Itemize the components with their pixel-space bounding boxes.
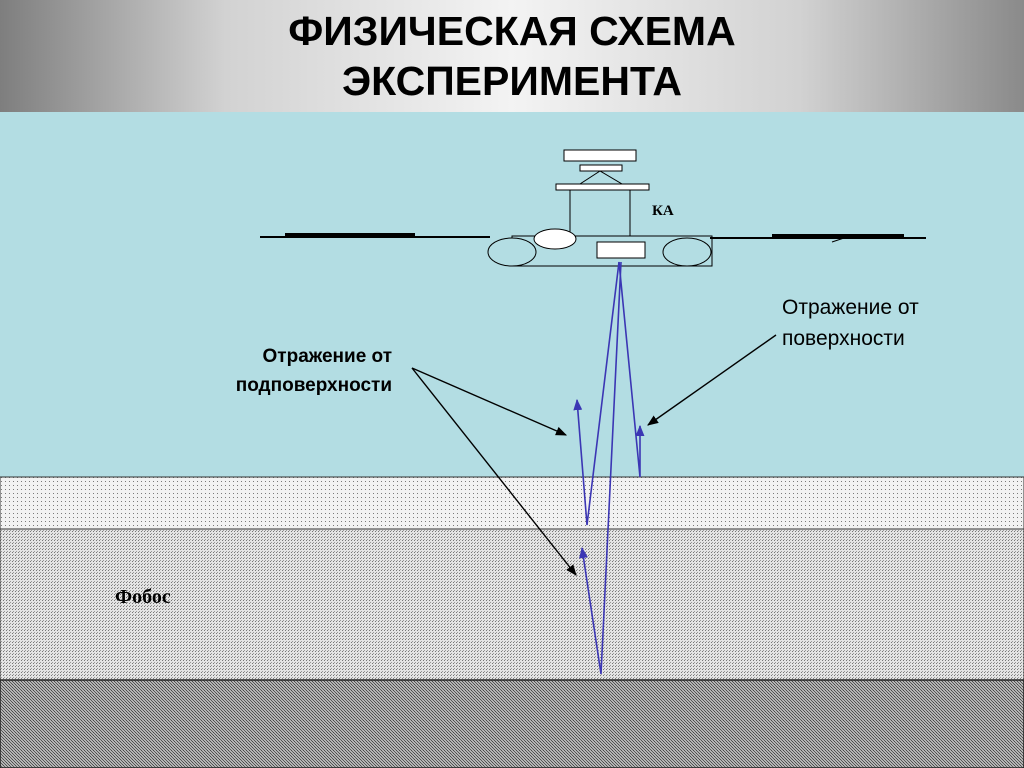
subsurface-reflection-label: Отражение от подповерхности (178, 342, 392, 400)
annotation-arrows (411, 334, 777, 576)
radar-rays (573, 261, 645, 675)
spacecraft-label: КА (652, 203, 674, 219)
deep-layer (0, 679, 1024, 768)
subsurface-ray (579, 261, 622, 675)
title-line-2: ЭКСПЕРИМЕНТА (341, 58, 683, 104)
regolith-layer (0, 476, 1024, 530)
title-banner: ФИЗИЧЕСКАЯ СХЕМА ЭКСПЕРИМЕНТА (0, 0, 1024, 112)
subsurface-label-line-1: Отражение от (262, 346, 392, 367)
surface-label-line-2: поверхности (782, 327, 905, 350)
surface-label-line-1: Отражение от (782, 296, 919, 319)
subsurface-label-line-2: подповерхности (235, 375, 392, 396)
spacecraft (260, 149, 926, 267)
phobos-label: Фобос (115, 586, 171, 608)
surface-ray (573, 261, 620, 526)
slide-title: ФИЗИЧЕСКАЯ СХЕМА ЭКСПЕРИМЕНТА (0, 6, 1024, 106)
surface-reflection-label: Отражение от поверхности (782, 292, 919, 354)
subsurface-layer (0, 528, 1024, 681)
title-line-1: ФИЗИЧЕСКАЯ СХЕМА (288, 8, 736, 54)
surface-echo (618, 261, 645, 478)
experiment-diagram (0, 149, 1024, 768)
